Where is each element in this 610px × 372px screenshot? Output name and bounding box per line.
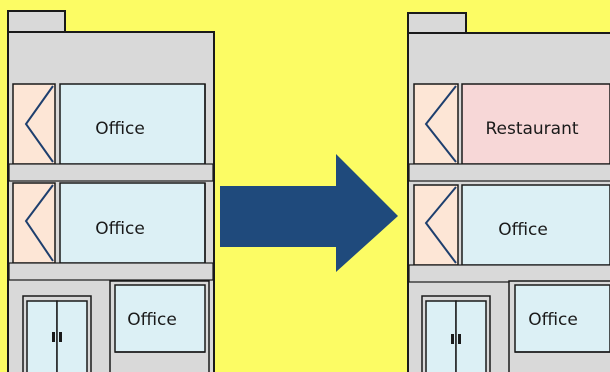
floor-2: Office: [12, 182, 206, 264]
floor-1-label: Office: [528, 310, 578, 330]
floor-slab: [8, 262, 214, 281]
floor-3-label: Restaurant: [485, 119, 578, 139]
rooftop-structure: [407, 12, 467, 35]
stair-icon: [24, 85, 54, 163]
floor-1: Office: [421, 280, 610, 372]
floor-slab: [408, 264, 610, 283]
floor-3: Restaurant: [413, 83, 610, 165]
floor-1: Office: [22, 280, 210, 372]
restaurant-room: [461, 83, 610, 165]
stair-icon: [24, 184, 54, 262]
stairwell-window: [413, 184, 459, 266]
floor-2-label: Office: [95, 219, 145, 239]
floor-3: Office: [12, 83, 206, 165]
office-room: [59, 182, 206, 264]
stair-icon: [424, 85, 457, 163]
floor-slab: [8, 163, 214, 182]
door-handle-icon: [458, 334, 461, 344]
floor-2: Office: [413, 184, 610, 266]
stairwell-window: [413, 83, 459, 165]
floor-2-label: Office: [498, 220, 548, 240]
office-room: [461, 184, 610, 266]
office-room: [114, 284, 206, 353]
door-handle-icon: [52, 332, 55, 342]
office-room: [514, 284, 610, 353]
floor-1-label: Office: [127, 310, 177, 330]
door-handle-icon: [59, 332, 62, 342]
right-arrow-icon: [220, 154, 398, 272]
floor-slab: [408, 163, 610, 182]
building-after: Restaurant Office Office: [407, 12, 610, 372]
rooftop-structure: [7, 10, 66, 34]
stairwell-window: [12, 83, 56, 165]
floor-3-label: Office: [95, 119, 145, 139]
building-before: Office Office Office: [7, 10, 215, 372]
stairwell-window: [12, 182, 56, 264]
door-handle-icon: [451, 334, 454, 344]
stair-icon: [424, 186, 457, 264]
office-room: [59, 83, 206, 165]
